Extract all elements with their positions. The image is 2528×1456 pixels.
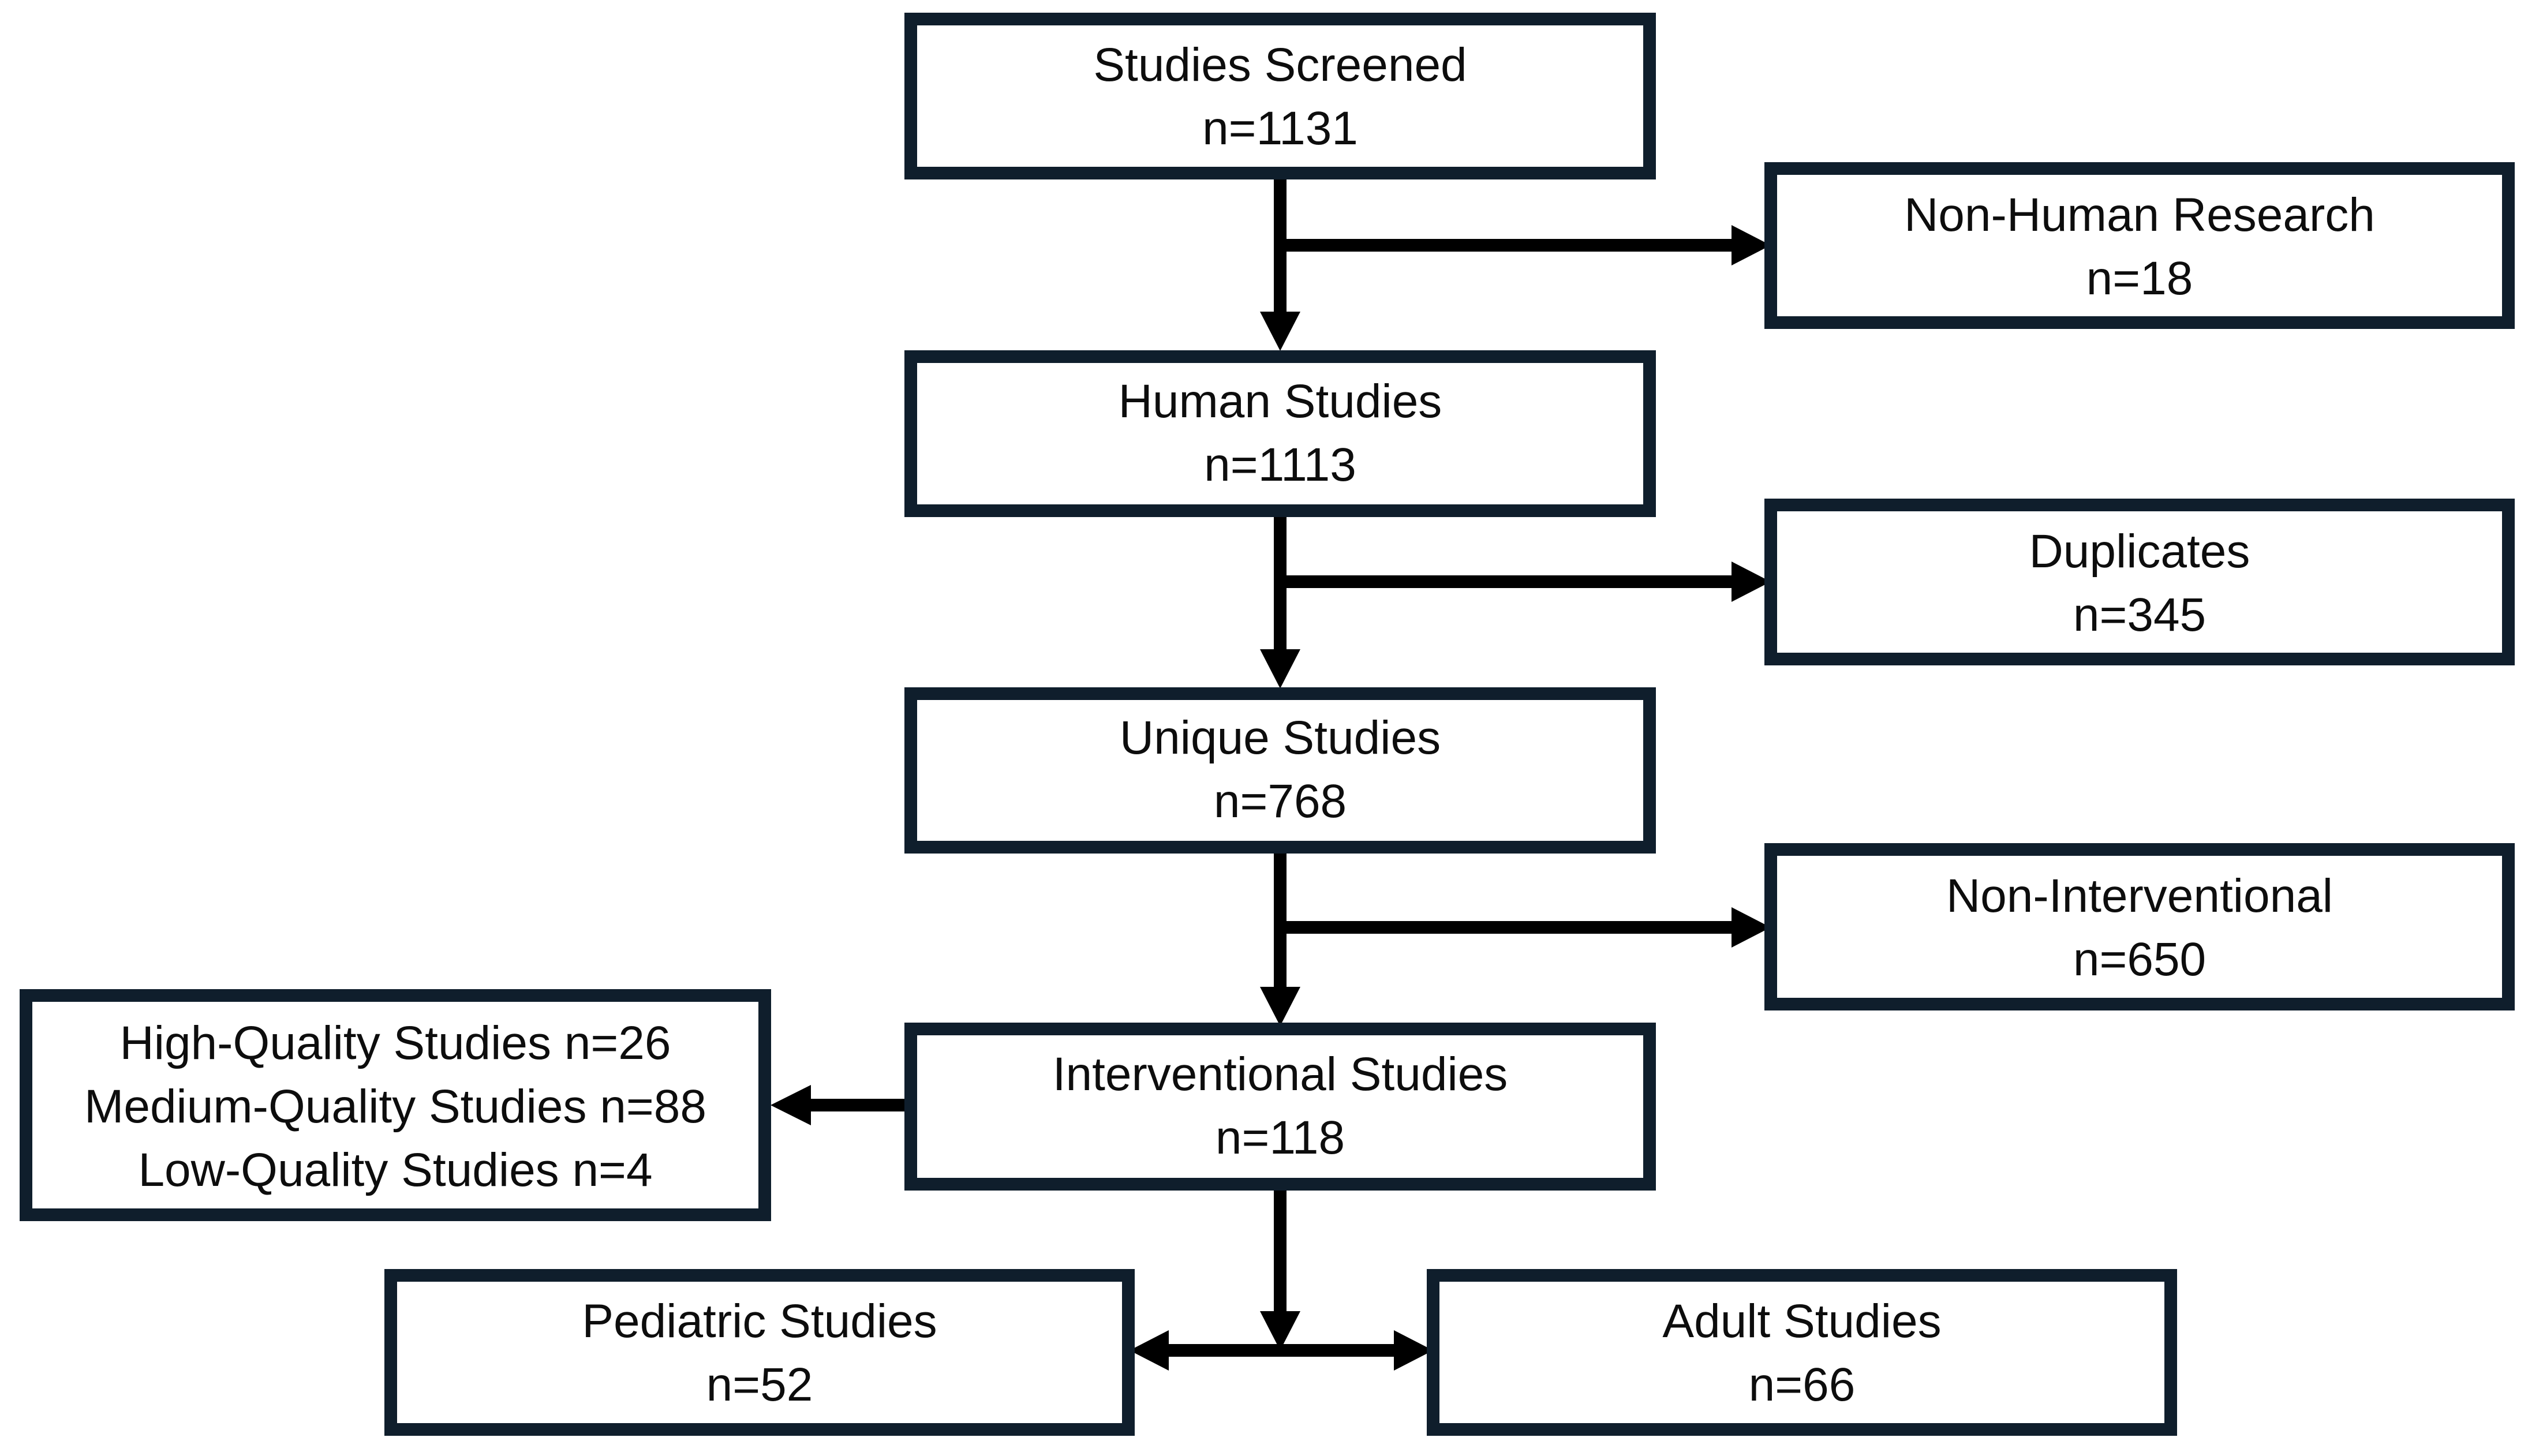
arrowhead-to-unique: [1260, 649, 1300, 688]
box-pediatric-studies: Pediatric Studies n=52: [384, 1269, 1135, 1436]
box-title: Non-Interventional: [1946, 870, 2333, 922]
box-frame: [1764, 499, 2515, 665]
arrowhead-to-interventional: [1260, 987, 1300, 1026]
arrowheads: [771, 225, 1771, 1371]
box-frame: [904, 687, 1656, 854]
box-frame: [1764, 843, 2515, 1010]
arrowhead-to-nonhuman: [1732, 225, 1771, 265]
box-title: Adult Studies: [1662, 1295, 1941, 1348]
box-unique-studies: Unique Studies n=768: [904, 687, 1656, 854]
arrowhead-to-split: [1260, 1311, 1300, 1350]
box-count: n=118: [1216, 1111, 1345, 1164]
arrowhead-to-quality: [771, 1085, 811, 1125]
quality-low: Low-Quality Studies n=4: [138, 1144, 652, 1196]
box-studies-screened: Studies Screened n=1131: [904, 13, 1656, 179]
box-frame: [1427, 1269, 2177, 1436]
box-count: n=1131: [1202, 102, 1358, 155]
box-frame: [20, 989, 771, 1221]
arrowhead-to-noninterventional: [1732, 907, 1771, 948]
arrowhead-to-adult: [1394, 1330, 1433, 1371]
box-count: n=66: [1749, 1358, 1856, 1411]
box-title: Human Studies: [1119, 375, 1442, 428]
arrowhead-to-pediatric: [1130, 1330, 1169, 1371]
box-count: n=650: [2073, 933, 2206, 986]
box-count: n=18: [2086, 252, 2193, 305]
box-duplicates: Duplicates n=345: [1764, 499, 2515, 665]
box-human-studies: Human Studies n=1113: [904, 350, 1656, 517]
box-title: Interventional Studies: [1053, 1048, 1508, 1101]
box-count: n=768: [1214, 775, 1347, 828]
box-title: Studies Screened: [1093, 39, 1467, 91]
box-frame: [904, 13, 1656, 179]
arrowhead-to-human: [1260, 312, 1300, 351]
box-adult-studies: Adult Studies n=66: [1427, 1269, 2177, 1436]
box-title: Duplicates: [2029, 525, 2250, 578]
box-non-human-research: Non-Human Research n=18: [1764, 162, 2515, 329]
box-count: n=1113: [1204, 439, 1356, 491]
box-frame: [904, 350, 1656, 517]
connectors: [802, 173, 1740, 1357]
box-frame: [904, 1023, 1656, 1191]
box-title: Unique Studies: [1120, 712, 1441, 764]
box-frame: [1764, 162, 2515, 329]
quality-medium: Medium-Quality Studies n=88: [84, 1080, 706, 1133]
box-frame: [384, 1269, 1135, 1436]
box-non-interventional: Non-Interventional n=650: [1764, 843, 2515, 1010]
quality-high: High-Quality Studies n=26: [120, 1017, 671, 1069]
box-quality-ratings: High-Quality Studies n=26 Medium-Quality…: [20, 989, 771, 1221]
arrowhead-to-duplicates: [1732, 562, 1771, 602]
box-count: n=52: [706, 1358, 813, 1411]
box-title: Pediatric Studies: [582, 1295, 937, 1348]
box-count: n=345: [2073, 589, 2206, 641]
box-title: Non-Human Research: [1904, 189, 2375, 241]
box-interventional-studies: Interventional Studies n=118: [904, 1023, 1656, 1191]
